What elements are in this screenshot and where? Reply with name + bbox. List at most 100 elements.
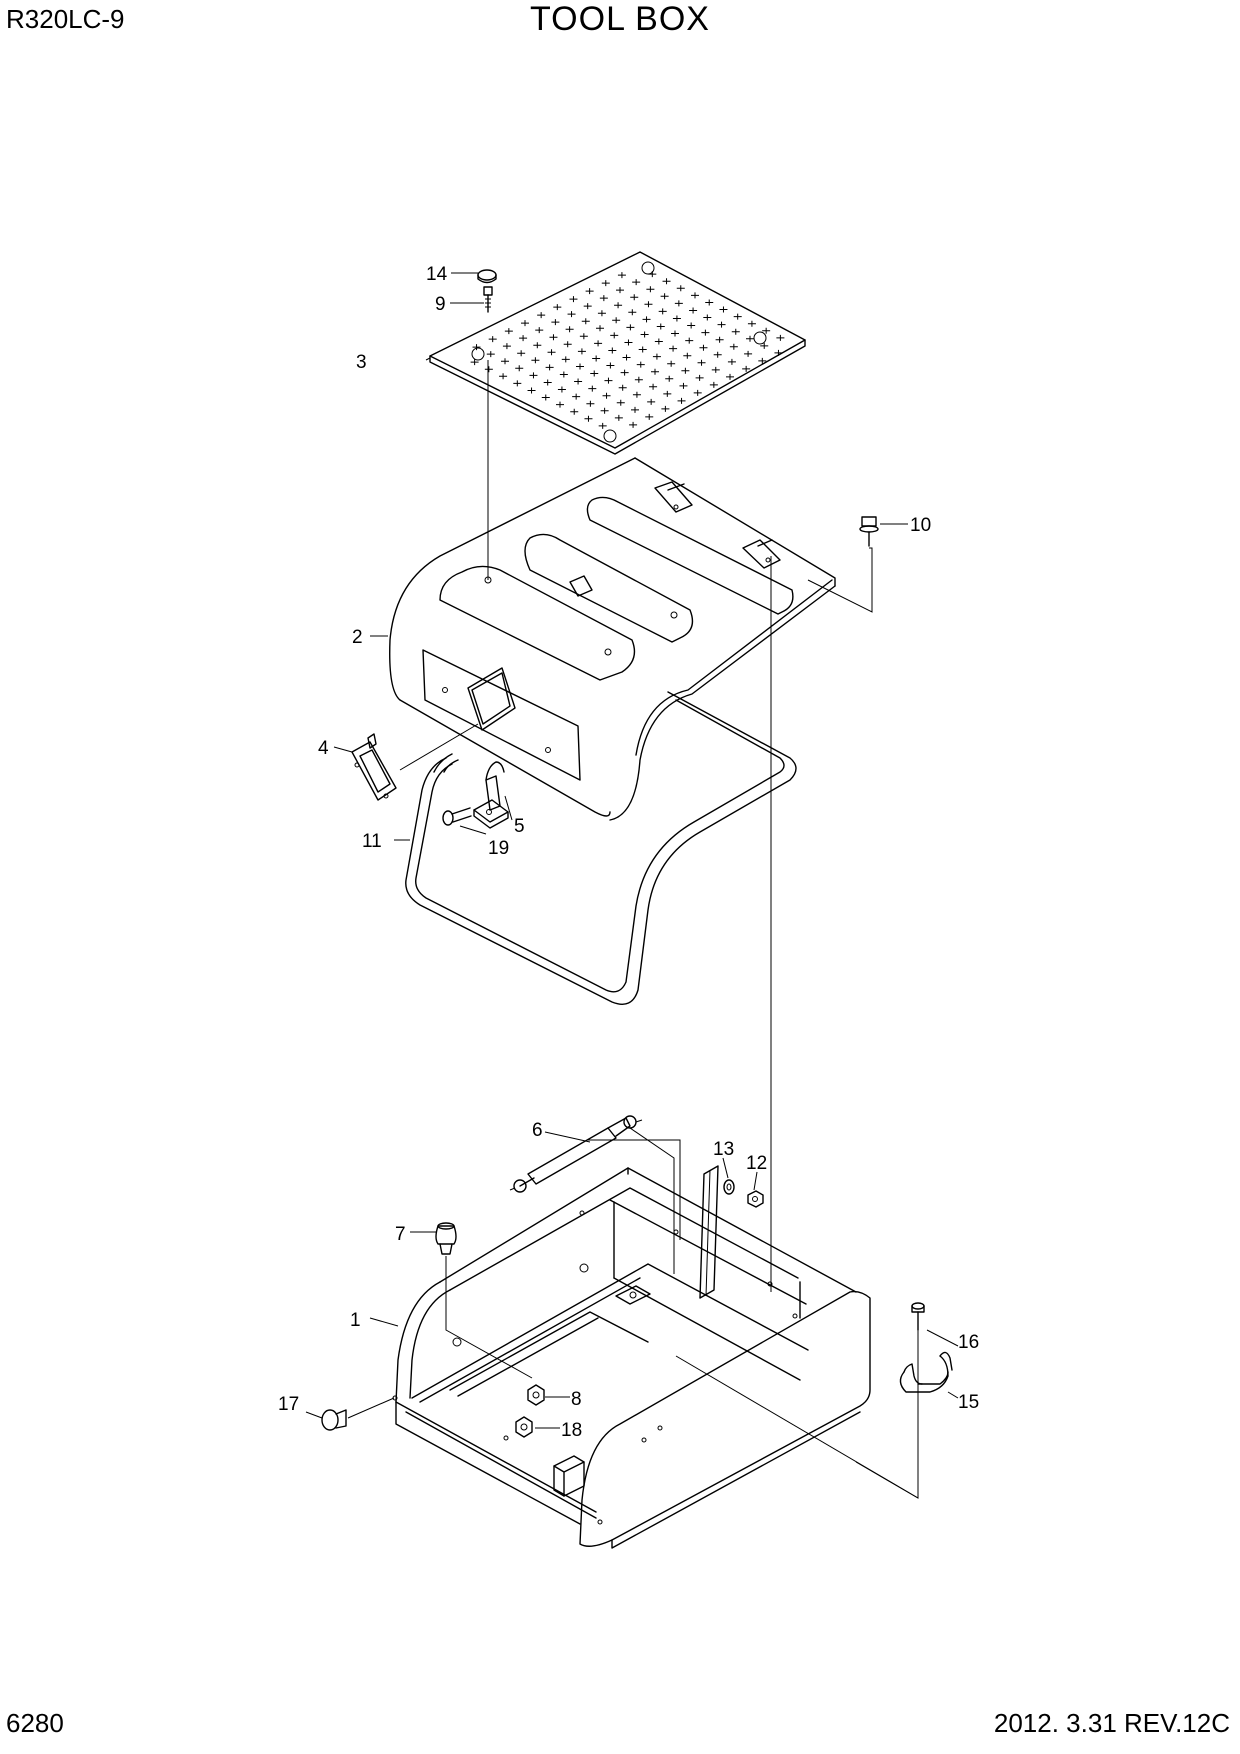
- perforation-hole: [565, 326, 574, 333]
- perforation-hole: [608, 347, 617, 354]
- perforation-hole: [577, 348, 586, 355]
- callout-5: 5: [514, 816, 525, 837]
- perforation-hole: [501, 358, 509, 365]
- callout-9: 9: [435, 294, 446, 315]
- perforation-hole: [652, 353, 661, 360]
- callout-8: 8: [571, 1389, 582, 1410]
- perforation-hole: [776, 334, 785, 341]
- perforation-hole: [731, 328, 740, 335]
- perforation-hole: [656, 323, 665, 330]
- cap: [477, 269, 497, 284]
- stopper: [435, 1222, 457, 1255]
- perforation-hole: [584, 415, 593, 422]
- perforation-hole: [647, 398, 656, 405]
- perforation-hole: [610, 332, 619, 339]
- perforation-hole: [760, 342, 769, 349]
- nut: [747, 1190, 764, 1208]
- perforation-hole: [472, 344, 481, 351]
- perforation-hole: [551, 319, 560, 326]
- flange-bolt: [859, 516, 879, 547]
- perforation-hole: [597, 310, 606, 317]
- perforation-hole: [606, 362, 615, 369]
- callout-18: 18: [561, 1420, 582, 1441]
- perforation-hole: [636, 361, 645, 368]
- callout-14: 14: [426, 264, 448, 285]
- perforation-hole: [715, 336, 724, 343]
- perforation-hole: [602, 392, 611, 399]
- perforation-hole: [679, 382, 688, 389]
- perforation-hole: [632, 391, 641, 398]
- perforation-hole: [545, 364, 554, 371]
- perforation-hole: [604, 377, 613, 384]
- weather-seal: [405, 691, 797, 1005]
- perforation-hole: [553, 304, 562, 311]
- perforation-hole: [533, 342, 542, 349]
- perforation-hole: [646, 286, 655, 293]
- perforation-hole: [561, 356, 570, 363]
- perforation-hole: [660, 293, 669, 300]
- perforation-hole: [711, 366, 720, 373]
- washer: [723, 1179, 735, 1195]
- perforation-hole: [535, 327, 544, 334]
- screw: [442, 807, 472, 826]
- perforation-hole: [689, 307, 698, 314]
- perforation-hole: [617, 272, 626, 279]
- perforation-hole: [719, 306, 728, 313]
- perforation-hole: [596, 325, 604, 332]
- perforation-hole: [529, 372, 538, 379]
- perforation-hole: [543, 379, 552, 386]
- perforation-hole: [531, 357, 540, 364]
- perforation-hole: [662, 278, 671, 285]
- perforation-hole: [624, 339, 633, 346]
- perforation-hole: [499, 373, 508, 380]
- perforation-hole: [599, 295, 608, 302]
- perforation-hole: [600, 407, 609, 414]
- gas-spring: [509, 1115, 643, 1193]
- latch: [473, 761, 509, 829]
- perforation-hole: [672, 315, 681, 322]
- perforation-hole: [746, 335, 754, 342]
- perforation-hole: [654, 338, 663, 345]
- perforation-hole: [713, 351, 722, 358]
- perforation-hole: [594, 340, 603, 347]
- perforation-hole: [665, 375, 674, 382]
- perforation-hole: [774, 349, 783, 356]
- perforation-hole: [541, 394, 550, 401]
- perforation-hole: [709, 381, 718, 388]
- perforation-hole: [614, 302, 623, 309]
- bolt: [911, 1302, 925, 1331]
- perforation-hole: [618, 384, 627, 391]
- perforation-hole: [586, 400, 595, 407]
- perforation-hole: [557, 386, 566, 393]
- perforation-hole: [513, 380, 522, 387]
- perforation-hole: [701, 329, 710, 336]
- perforation-hole: [651, 368, 659, 375]
- perforation-hole: [572, 393, 581, 400]
- callout-16: 16: [958, 1332, 979, 1353]
- perforation-hole: [556, 401, 564, 408]
- callout-13: 13: [713, 1139, 734, 1160]
- perforation-hole: [638, 346, 647, 353]
- perforation-hole: [644, 301, 653, 308]
- perforation-hole: [614, 414, 623, 421]
- perforation-hole: [703, 314, 712, 321]
- handle-lock: [351, 733, 397, 801]
- perforation-hole: [747, 320, 756, 327]
- callout-10: 10: [910, 515, 931, 536]
- perforation-hole: [488, 336, 497, 343]
- perforated-plate: [429, 251, 806, 455]
- perforation-hole: [705, 299, 714, 306]
- perforation-hole: [727, 358, 736, 365]
- callout-6: 6: [532, 1120, 543, 1141]
- perforation-hole: [645, 413, 654, 420]
- model-code: R320LC-9: [6, 4, 125, 34]
- perforation-hole: [563, 341, 572, 348]
- tool-box-base: [392, 1167, 871, 1549]
- perforation-hole: [570, 408, 579, 415]
- perforation-hole: [537, 312, 546, 319]
- perforation-hole: [658, 308, 667, 315]
- perforation-hole: [729, 343, 738, 350]
- perforation-hole: [549, 334, 558, 341]
- leader-lines: [305, 272, 959, 1429]
- perforation-hole: [622, 354, 631, 361]
